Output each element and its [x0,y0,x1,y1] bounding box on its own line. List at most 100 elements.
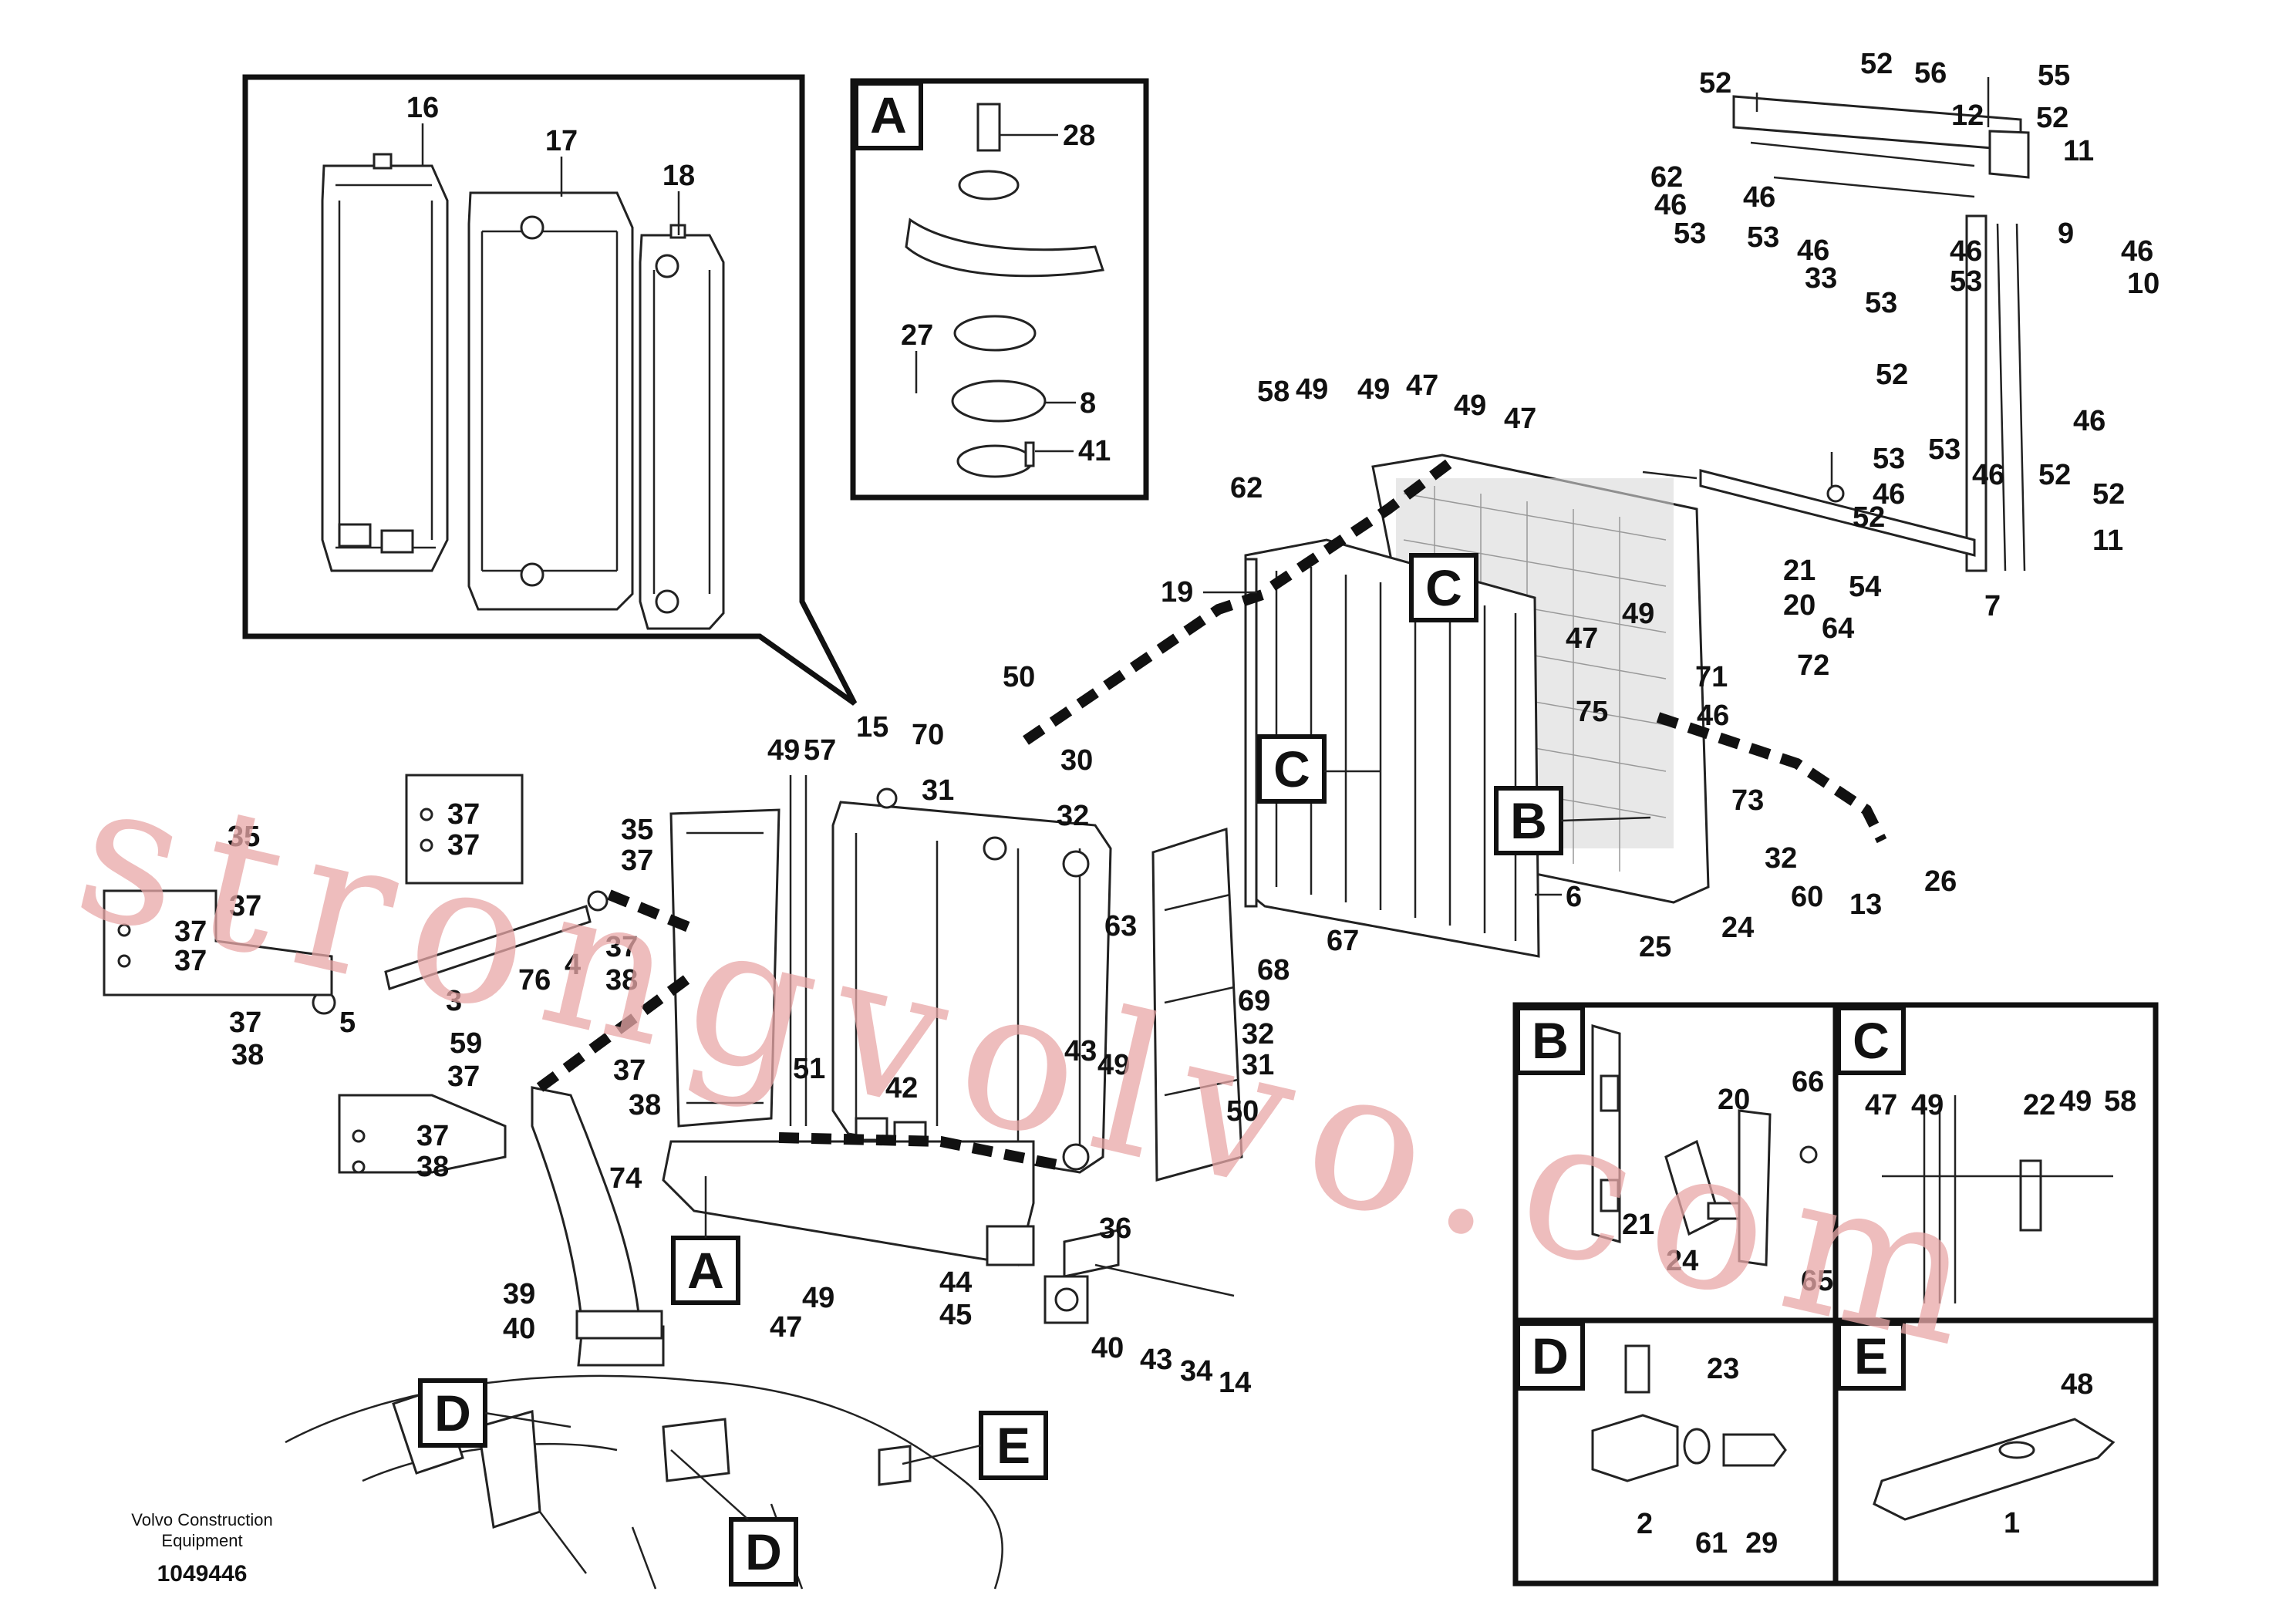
callout-49: 49 [1911,1089,1944,1121]
inset-a: A 28 27 8 41 [850,78,1149,501]
callout-52: 52 [1860,48,1893,80]
callout-18: 18 [663,160,695,192]
callout-22: 22 [2023,1089,2055,1121]
callout-15: 15 [856,711,888,744]
callout-46: 46 [1743,181,1775,214]
callout-1: 1 [2004,1507,2020,1539]
view-label-c-door: C [1273,740,1310,798]
callout-30: 30 [1060,744,1093,777]
callout-3: 3 [446,985,462,1017]
callout-40: 40 [1091,1332,1124,1364]
door-callouts: 58 49 49 47 49 47 62 19 21 20 64 72 49 4… [1161,369,1957,1017]
callout-20: 20 [1783,589,1816,622]
callout-53: 53 [1674,218,1706,250]
callout-35: 35 [228,821,260,853]
callout-52: 52 [1699,67,1731,99]
main-callouts: 50 70 30 31 32 49 57 15 37 37 35 37 35 3… [174,661,1274,1399]
callout-19: 19 [1161,576,1193,609]
callout-16: 16 [406,92,439,124]
callout-57: 57 [804,734,836,767]
callout-39: 39 [503,1278,535,1310]
callout-49: 49 [1454,389,1486,422]
callout-32: 32 [1057,800,1089,832]
callout-47: 47 [1504,403,1536,435]
radiator-17 [467,191,634,611]
view-label-b-main: B [1510,792,1547,849]
callout-37: 37 [229,1007,261,1039]
callout-49: 49 [2059,1085,2092,1118]
callout-62: 62 [1230,472,1263,504]
callout-37: 37 [621,845,653,877]
callout-46: 46 [1950,235,1982,268]
callout-21: 21 [1622,1209,1654,1241]
callout-51: 51 [793,1053,825,1085]
callout-60: 60 [1791,881,1823,913]
callout-72: 72 [1797,649,1829,682]
callout-53: 46 [1972,459,2004,491]
callout-24: 24 [1666,1245,1698,1277]
detail-panels: B 20 66 21 24 65 C 47 49 22 49 58 D 23 2 [1512,1002,2159,1587]
callout-62: 62 [1650,161,1683,194]
callout-37: 37 [416,1120,449,1152]
callout-49: 49 [767,734,800,767]
callout-53: 46 [1873,478,1905,511]
callout-47: 47 [770,1311,802,1344]
view-label-d-lower: D [745,1523,782,1580]
callout-55: 55 [2038,59,2070,92]
callout-49: 49 [1622,598,1654,630]
inset-radiators: 16 17 18 [242,74,858,706]
callout-46: 46 [1797,234,1829,267]
callout-58: 58 [1257,376,1290,408]
callout-46: 52 [2038,459,2071,491]
callout-45: 45 [939,1299,972,1331]
callout-52: 52 [2036,102,2068,134]
callout-63: 63 [1104,910,1137,943]
callout-37: 37 [605,931,638,963]
callout-31: 31 [1242,1049,1274,1081]
callout-9: 9 [2058,218,2074,250]
callout-43: 43 [1064,1035,1097,1067]
callout-49: 49 [1097,1049,1130,1081]
panel-label-b: B [1532,1012,1569,1069]
callout-37: 37 [447,1061,480,1093]
callout-47: 47 [1406,369,1438,402]
footer-company-line2: Equipment [161,1531,242,1550]
callout-50: 50 [1003,661,1035,693]
callout-38: 38 [416,1151,449,1183]
callout-43: 43 [1140,1344,1172,1376]
callout-46: 53 [1928,433,1961,466]
callout-17: 17 [545,125,578,157]
callout-53: 53 [1865,287,1897,319]
callout-24: 24 [1721,912,1754,944]
callout-53: 10 [2127,268,2159,300]
view-label-a-inset: A [870,86,907,143]
callout-8: 8 [1080,387,1096,420]
callout-11: 11 [2063,135,2094,167]
callout-33: 33 [1805,262,1837,295]
footer-company-line1: Volvo Construction [131,1510,272,1529]
callout-64: 64 [1822,612,1854,645]
callout-40: 40 [503,1313,535,1345]
callout-6: 6 [1566,881,1582,913]
callout-44: 44 [939,1266,972,1299]
callout-52: 11 [2092,524,2123,557]
callout-28: 28 [1063,120,1095,152]
callout-14: 14 [1219,1367,1251,1399]
callout-46: 46 [2121,235,2153,268]
callout-32: 32 [1765,842,1797,875]
top-right-callouts: 52 52 56 55 12 52 11 62 46 46 53 53 46 3… [1650,48,2159,622]
radiator-18 [639,224,725,630]
view-label-c-top: C [1425,559,1462,616]
callout-49: 49 [1357,373,1390,406]
callout-53: 53 [1873,443,1905,475]
callout-20: 20 [1718,1084,1750,1116]
callout-70: 70 [912,719,944,751]
callout-58: 58 [2104,1085,2136,1118]
callout-25: 25 [1639,931,1671,963]
callout-75: 75 [1576,696,1608,728]
callout-49: 49 [802,1282,834,1314]
callout-11: 7 [1984,590,2001,622]
callout-26: 26 [1924,865,1957,898]
callout-52: 46 [2073,405,2106,437]
